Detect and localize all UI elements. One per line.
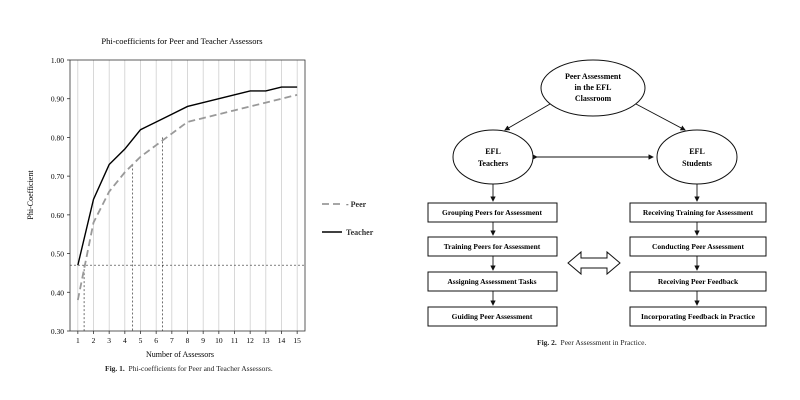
node-efl-students-line2: Students	[682, 159, 712, 168]
y-tick-label: 0.30	[51, 327, 64, 336]
right-step-2: Conducting Peer Assessment	[652, 242, 744, 251]
right-step-box-4	[629, 306, 767, 327]
x-tick-label: 12	[246, 336, 254, 345]
x-tick-label: 4	[123, 336, 127, 345]
y-tick-label: 0.70	[51, 172, 64, 181]
left-step-box-2	[427, 236, 558, 257]
y-tick-label: 0.60	[51, 211, 64, 220]
phi-coefficient-chart: Phi-coefficients for Peer and Teacher As…	[26, 36, 374, 359]
left-step-1: Grouping Peers for Assessment	[442, 208, 542, 217]
figure1-caption: Fig. 1. Phi-coefficients for Peer and Te…	[105, 364, 273, 373]
node-efl-students: EFL Students	[656, 129, 738, 185]
right-step-box-3	[629, 271, 767, 292]
y-tick-label: 0.50	[51, 250, 64, 259]
chart-title: Phi-coefficients for Peer and Teacher As…	[101, 36, 262, 46]
x-tick-label: 2	[92, 336, 96, 345]
double-arrow-icon	[567, 250, 621, 276]
legend-label-teacher: Teacher	[346, 228, 374, 237]
figure1-caption-label: Fig. 1.	[105, 364, 125, 373]
x-tick-label: 15	[293, 336, 301, 345]
node-efl-teachers-line2: Teachers	[478, 159, 508, 168]
figure2-caption-text: Peer Assessment in Practice.	[560, 338, 647, 347]
x-tick-label: 1	[76, 336, 80, 345]
x-tick-label: 11	[231, 336, 238, 345]
node-peer-assessment-line1: Peer Assessment	[565, 72, 621, 81]
figure2-caption: Fig. 2. Peer Assessment in Practice.	[537, 338, 646, 347]
left-step-box-4	[427, 306, 558, 327]
x-axis-label: Number of Assessors	[146, 350, 214, 359]
x-tick-label: 7	[170, 336, 174, 345]
right-step-4: Incorporating Feedback in Practice	[641, 312, 756, 321]
y-axis-label: Phi-Coefficient	[26, 170, 35, 220]
y-tick-label: 1.00	[51, 56, 64, 65]
series-line-peer	[76, 93, 298, 301]
figure1-caption-text: Phi-coefficients for Peer and Teacher As…	[128, 364, 273, 373]
node-efl-students-line1: EFL	[689, 147, 705, 156]
node-peer-assessment-line3: Classroom	[575, 94, 612, 103]
node-efl-teachers: EFL Teachers	[452, 129, 534, 185]
arrow-top-to-teachers	[504, 103, 551, 131]
left-step-box-1	[427, 202, 558, 223]
x-tick-label: 14	[278, 336, 286, 345]
left-step-3: Assigning Assessment Tasks	[447, 277, 536, 286]
x-tick-label: 5	[139, 336, 143, 345]
arrow-top-to-students	[635, 103, 686, 131]
left-step-2: Training Peers for Assessment	[444, 242, 541, 251]
left-step-4: Guiding Peer Assessment	[452, 312, 533, 321]
x-tick-label: 3	[107, 336, 111, 345]
y-tick-label: 0.90	[51, 95, 64, 104]
node-efl-teachers-line1: EFL	[485, 147, 501, 156]
x-tick-label: 8	[186, 336, 190, 345]
node-peer-assessment-line2: in the EFL	[575, 83, 612, 92]
right-step-box-1	[629, 202, 767, 223]
legend-label-peer: - Peer	[346, 200, 367, 209]
right-step-3: Receiving Peer Feedback	[658, 277, 739, 286]
x-tick-label: 6	[154, 336, 158, 345]
left-step-box-3	[427, 271, 558, 292]
right-step-1: Receiving Training for Assessment	[643, 208, 754, 217]
series-line-teacher	[77, 86, 298, 266]
figure2-caption-label: Fig. 2.	[537, 338, 557, 347]
x-tick-label: 9	[201, 336, 205, 345]
y-tick-label: 0.80	[51, 133, 64, 142]
x-tick-label: 13	[262, 336, 270, 345]
node-peer-assessment: Peer Assessment in the EFL Classroom	[540, 59, 646, 117]
x-tick-label: 10	[215, 336, 223, 345]
right-step-box-2	[629, 236, 767, 257]
y-tick-label: 0.40	[51, 288, 64, 297]
